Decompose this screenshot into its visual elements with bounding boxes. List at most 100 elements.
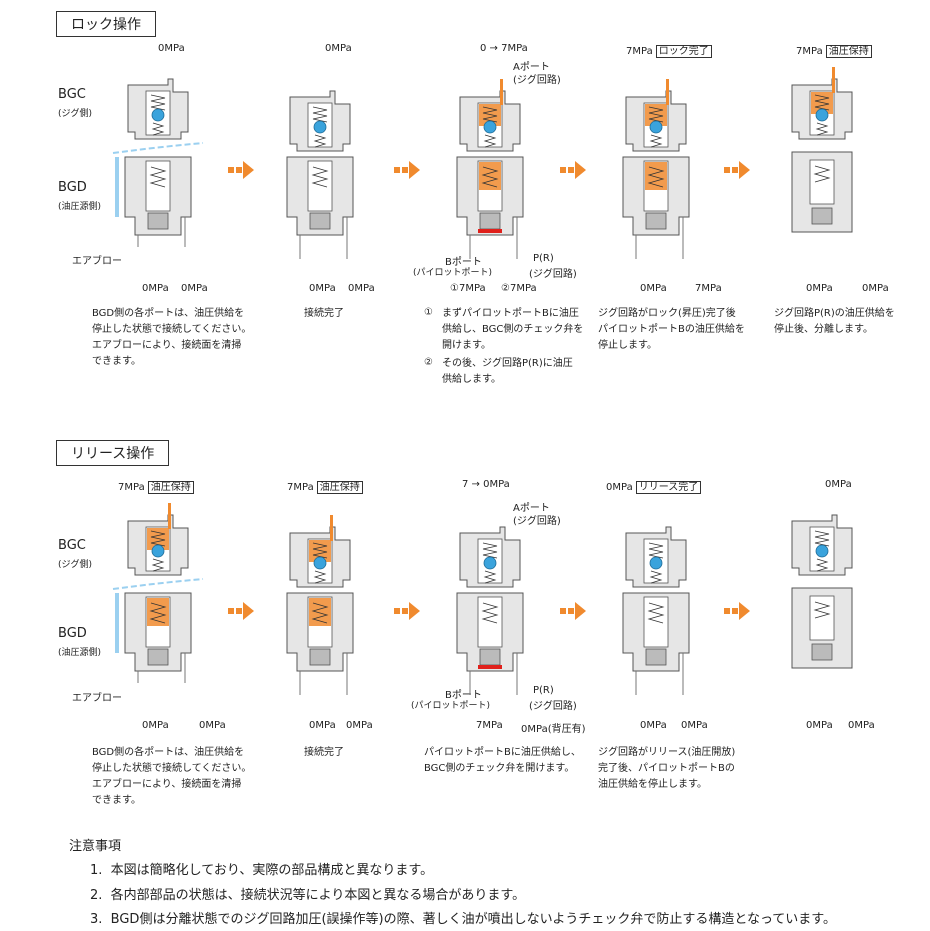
release-s1-top-value: 7MPa xyxy=(118,482,145,493)
release-s3-bottom-left-pressure: 7MPa xyxy=(476,720,503,731)
coupler-release-1 xyxy=(112,503,204,683)
coupler-release-2 xyxy=(286,515,354,695)
bgd-piston xyxy=(645,212,667,230)
bgd-sub-label: (油圧源側) xyxy=(58,202,102,212)
lock-s4-status-tag: ロック完了 xyxy=(655,45,712,58)
bgd-bore xyxy=(809,159,835,205)
bgc-lower-spring xyxy=(649,570,663,584)
check-ball xyxy=(649,556,663,570)
note-2-num: 2. xyxy=(90,888,103,903)
release-s3-p-port-sub: (ジグ回路) xyxy=(529,701,577,712)
release-s3-a-port-sub: (ジグ回路) xyxy=(513,516,561,527)
lock-s1-top-pressure: 0MPa xyxy=(158,43,185,54)
lock-s3-p-port: P(R) xyxy=(533,253,554,264)
release-s1-bottom-left-pressure: 0MPa xyxy=(142,720,169,731)
note-3-num: 3. xyxy=(90,912,103,927)
lock-s4-description: ジグ回路がロック(昇圧)完了後 パイロットポートBの油圧供給を 停止します。 xyxy=(598,308,745,351)
release-s3-top-pressure: 7 → 0MPa xyxy=(462,479,510,490)
release-section-title: リリース操作 xyxy=(56,440,170,466)
release-flow-arrow-4 xyxy=(724,602,750,620)
release-s4-status-tag: リリース完了 xyxy=(635,481,702,494)
release-bgd-label: BGD xyxy=(58,626,87,641)
release-s3-a-port: Aポート xyxy=(513,503,550,514)
check-ball xyxy=(151,544,165,558)
a-port-line xyxy=(832,67,835,93)
coupler-release-4 xyxy=(622,526,690,695)
lock-s3-description-2: その後、ジグ回路P(R)に油圧 供給します。 xyxy=(442,358,573,385)
bgc-lower-spring xyxy=(151,558,165,572)
lock-s3-p-port-sub: (ジグ回路) xyxy=(529,269,577,280)
check-ball xyxy=(151,108,165,122)
bgc-spring xyxy=(312,542,328,559)
bgc-spring xyxy=(482,106,498,123)
bgc-lower-spring xyxy=(151,122,165,136)
bgd-piston xyxy=(645,648,667,666)
lock-s5-top-value: 7MPa xyxy=(796,46,823,57)
air-blow-inlet xyxy=(115,157,119,217)
coupler-lock-5 xyxy=(791,67,853,233)
lock-flow-arrow-4 xyxy=(724,161,750,179)
b-port-pressure-bar xyxy=(478,229,502,233)
bgc-lower-spring xyxy=(815,122,829,136)
bgd-spring xyxy=(311,166,329,188)
bgd-spring xyxy=(647,166,665,188)
bgc-lower-spring xyxy=(313,570,327,584)
lock-s3-desc2-num: ② xyxy=(424,357,433,368)
lock-s3-bottom-left-pressure: ①7MPa xyxy=(450,283,486,294)
lock-s3-top-pressure: 0 → 7MPa xyxy=(480,43,528,54)
release-s5-bottom-left-pressure: 0MPa xyxy=(806,720,833,731)
bgc-lower-spring xyxy=(483,570,497,584)
note-2-text: 各内部部品の状態は、接続状況等により本図と異なる場合があります。 xyxy=(110,888,526,903)
coupler-release-5 xyxy=(791,514,853,669)
release-s4-bottom-right-pressure: 0MPa xyxy=(681,720,708,731)
release-s3-bottom-right-pressure: 0MPa(背圧有) xyxy=(521,724,586,735)
release-s2-top-value: 7MPa xyxy=(287,482,314,493)
lock-s3-desc1-num: ① xyxy=(424,307,433,318)
bgc-spring xyxy=(814,94,830,111)
release-bgd-sub-label: (油圧源側) xyxy=(58,648,102,658)
release-air-blow-label: エアブロー xyxy=(72,693,122,704)
lock-s4-top-value: 7MPa xyxy=(626,46,653,57)
air-blow-inlet xyxy=(115,593,119,653)
check-ball xyxy=(313,120,327,134)
lock-s2-description: 接続完了 xyxy=(304,308,344,319)
bgc-spring xyxy=(648,106,664,123)
release-s5-bottom-right-pressure: 0MPa xyxy=(848,720,875,731)
bgd-spring xyxy=(813,165,831,183)
note-1: 1. 本図は簡略化しており、実際の部品構成と異なります。 xyxy=(90,859,433,878)
release-bgc-sub-label: (ジグ側) xyxy=(58,560,93,570)
release-flow-arrow-3 xyxy=(560,602,586,620)
coupler-release-3 xyxy=(456,526,524,695)
bgd-spring xyxy=(647,602,665,624)
bgc-lower-spring xyxy=(313,134,327,148)
release-s3-description: パイロットポートBに油圧供給し、 BGC側のチェック弁を開けます。 xyxy=(424,747,581,774)
bgc-lower-spring xyxy=(815,558,829,572)
bgd-oil-chamber xyxy=(309,598,331,626)
release-flow-arrow-1 xyxy=(228,602,254,620)
check-ball xyxy=(483,120,497,134)
lock-flow-arrow-2 xyxy=(394,161,420,179)
bgd-spring xyxy=(311,602,329,624)
bgd-spring xyxy=(813,601,831,619)
bgd-spring xyxy=(149,166,167,188)
bgd-label: BGD xyxy=(58,180,87,195)
air-blow-stream xyxy=(112,578,204,590)
note-3: 3. BGD側は分離状態でのジグ回路加圧(誤操作等)の際、著しく油が噴出しないよ… xyxy=(90,908,836,927)
bgc-spring xyxy=(150,530,166,547)
notes-title: 注意事項 xyxy=(69,839,122,854)
bgc-spring xyxy=(482,542,498,559)
a-port-line xyxy=(666,79,669,105)
lock-s1-description: BGD側の各ポートは、油圧供給を 停止した状態で接続してください。 エアブローに… xyxy=(92,308,252,367)
release-s4-description: ジグ回路がリリース(油圧開放) 完了後、パイロットポートBの 油圧供給を停止しま… xyxy=(598,747,736,790)
release-s4-bottom-left-pressure: 0MPa xyxy=(640,720,667,731)
coupler-lock-1 xyxy=(112,78,204,247)
air-blow-label: エアブロー xyxy=(72,256,122,267)
release-bgc-label: BGC xyxy=(58,538,86,553)
coupler-lock-3 xyxy=(456,79,524,259)
bgd-bore xyxy=(477,596,503,648)
